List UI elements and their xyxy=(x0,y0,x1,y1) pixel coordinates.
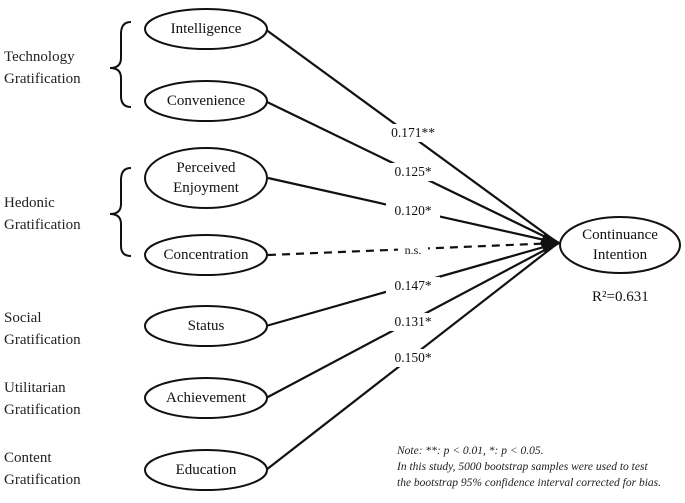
coef-achievement: 0.131* xyxy=(394,314,431,329)
node-convenience xyxy=(144,80,268,122)
group-label-social: Social Gratification xyxy=(4,310,81,348)
group-label-utilitarian: Utilitarian Gratification xyxy=(4,380,81,418)
node-intelligence xyxy=(144,8,268,50)
node-perceived-enjoyment xyxy=(144,147,268,209)
coefficient-labels: 0.171** 0.125* 0.120* n.s. 0.147* 0.131*… xyxy=(381,124,445,367)
label-status: Status xyxy=(187,318,225,334)
label-education: Education xyxy=(175,462,237,478)
footnote: Note: **: p < 0.01, *: p < 0.05. In this… xyxy=(397,443,661,491)
coef-intelligence: 0.171** xyxy=(391,125,435,140)
group-label-content: Content Gratification xyxy=(4,450,81,488)
coef-convenience: 0.125* xyxy=(394,164,431,179)
coef-education: 0.150* xyxy=(394,350,431,365)
label-convenience: Convenience xyxy=(166,93,246,109)
node-status xyxy=(144,305,268,347)
group-label-hedonic: Hedonic Gratification xyxy=(4,195,81,233)
label-intelligence: Intelligence xyxy=(170,21,242,37)
coef-perceived-enjoyment: 0.120* xyxy=(394,203,431,218)
bracket-technology xyxy=(109,21,132,108)
arrowhead xyxy=(540,233,561,253)
footnote-line-1: Note: **: p < 0.01, *: p < 0.05. xyxy=(397,445,544,457)
label-concentration: Concentration xyxy=(163,247,249,263)
footnote-line-2: In this study, 5000 bootstrap samples we… xyxy=(397,461,648,473)
construct-nodes xyxy=(144,8,681,491)
coef-status: 0.147* xyxy=(394,278,431,293)
bracket-hedonic xyxy=(109,167,132,257)
node-continuance-intention xyxy=(559,216,681,274)
label-achievement: Achievement xyxy=(166,390,246,406)
node-concentration xyxy=(144,234,268,276)
footnote-line-3: the bootstrap 95% confidence interval co… xyxy=(397,477,662,489)
coef-concentration: n.s. xyxy=(405,243,422,257)
group-label-technology: Technology Gratification xyxy=(4,49,81,87)
node-achievement xyxy=(144,377,268,419)
node-education xyxy=(144,449,268,491)
r-squared: R²=0.631 xyxy=(592,289,649,305)
group-brackets xyxy=(109,21,132,257)
label-continuance-intention: Continuance Intention xyxy=(582,227,658,263)
label-perceived-enjoyment: Perceived Enjoyment xyxy=(173,160,239,196)
